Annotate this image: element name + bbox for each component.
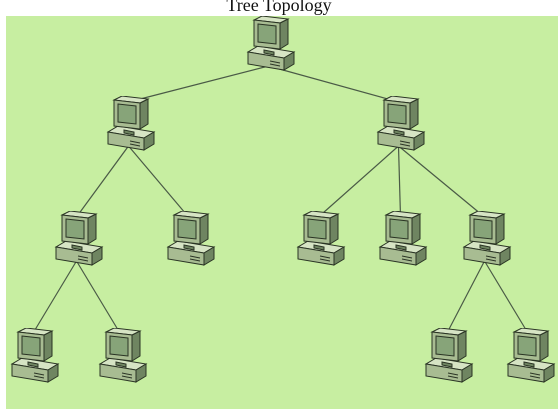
computer-node-l3-a [11, 328, 59, 383]
tree-topology-diagram: .c-top{fill:#d6e4c4;stroke:#2a3424;strok… [11, 16, 555, 383]
computer-node-l2-c [297, 211, 345, 266]
link-l2-a-l3-a [31, 260, 78, 335]
link-l2-a-l3-b [75, 260, 122, 335]
link-l1-right-l2-d [397, 145, 402, 218]
computer-node-l3-d [507, 328, 555, 383]
computer-node-l1-left [107, 96, 155, 151]
network-nodes [11, 16, 555, 383]
computer-node-l2-e [463, 211, 511, 266]
computer-node-root [247, 16, 295, 71]
computer-node-l2-b [167, 211, 215, 266]
link-l1-left-l2-b [128, 145, 189, 218]
link-l2-e-l3-c [445, 260, 486, 335]
link-l1-right-l2-c [318, 145, 399, 218]
computer-node-l1-right [377, 96, 425, 151]
link-root-l1-left [128, 65, 269, 103]
topology-canvas: .c-top{fill:#d6e4c4;stroke:#2a3424;strok… [6, 16, 558, 409]
computer-node-l3-c [425, 328, 473, 383]
computer-node-l2-d [379, 211, 427, 266]
link-root-l1-right [268, 65, 399, 103]
link-l1-right-l2-e [398, 145, 485, 218]
computer-node-l2-a [55, 211, 103, 266]
link-l2-e-l3-d [483, 260, 530, 335]
diagram-caption: Tree Topology [0, 0, 558, 16]
computer-node-l3-b [99, 328, 147, 383]
network-links [31, 65, 530, 335]
link-l1-left-l2-a [76, 145, 129, 218]
